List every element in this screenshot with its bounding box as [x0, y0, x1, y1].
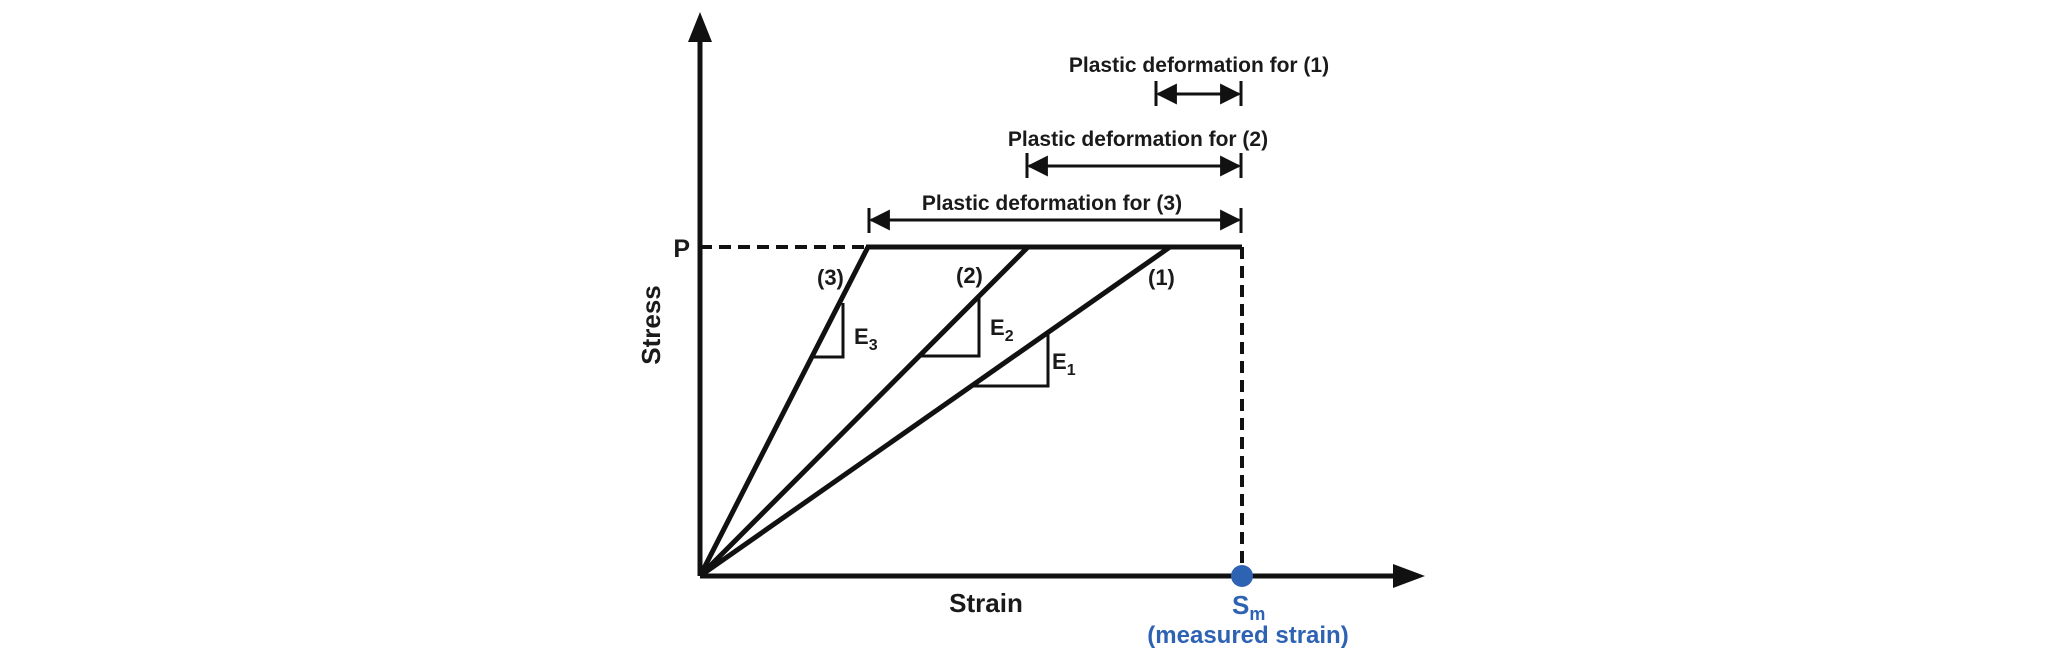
y-axis-arrowhead: [688, 12, 712, 42]
p-label: P: [673, 235, 690, 263]
curve-3-line: [697, 245, 871, 578]
x-axis-label: Strain: [949, 588, 1023, 618]
slope-label-1: E1: [1052, 349, 1076, 379]
dimension-2-label: Plastic deformation for (2): [1008, 128, 1268, 151]
dimension-1-label: Plastic deformation for (1): [1069, 54, 1329, 77]
slope-triangle-2: [920, 298, 981, 358]
measured-strain-point: [1231, 565, 1253, 587]
curve-2-label: (2): [956, 263, 983, 288]
x-axis-arrowhead: [1393, 564, 1425, 588]
slope-label-3: E3: [854, 324, 878, 354]
measured-strain-caption: (measured strain): [1147, 622, 1348, 649]
curve-1-line: [698, 244, 1172, 579]
curve-3-label: (3): [817, 265, 844, 290]
slope-triangle-3: [814, 303, 845, 359]
dimension-3-label: Plastic deformation for (3): [922, 192, 1182, 215]
y-axis-label: Stress: [636, 285, 666, 365]
slope-triangle-1: [971, 334, 1050, 388]
slope-label-2: E2: [990, 315, 1014, 345]
curve-1-label: (1): [1148, 265, 1175, 290]
curve-2-line: [698, 245, 1030, 578]
measured-strain-symbol: Sm: [1232, 590, 1265, 624]
